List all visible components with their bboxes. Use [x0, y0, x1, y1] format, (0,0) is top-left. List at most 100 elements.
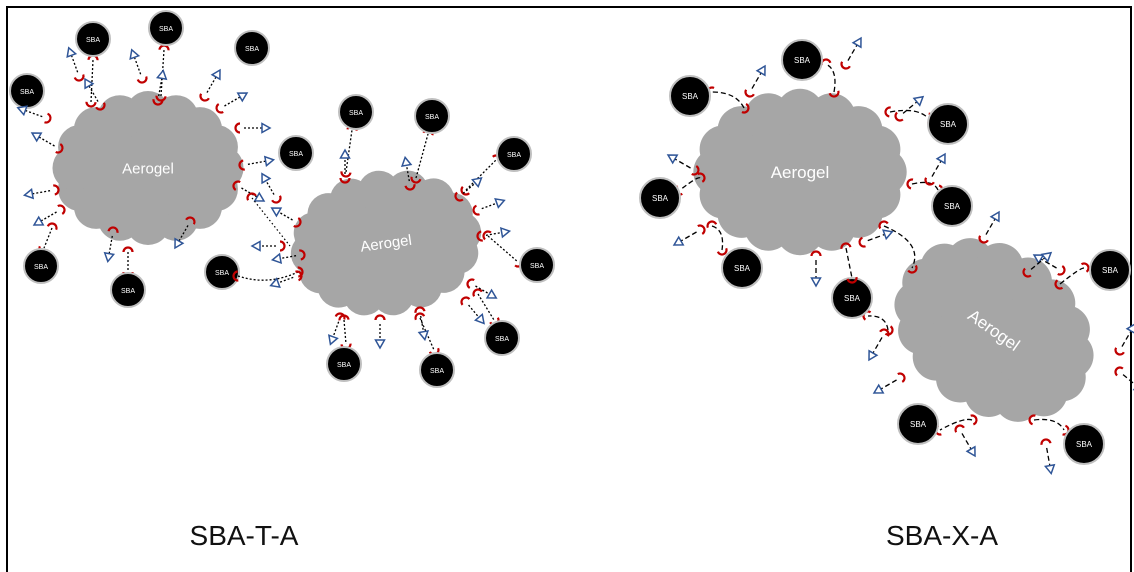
linker: [939, 418, 973, 431]
sba-label: SBA: [425, 114, 439, 121]
linker: [867, 233, 885, 242]
sba-particle: SBA: [148, 10, 184, 46]
linker: [108, 235, 113, 254]
anchor-group: [476, 230, 483, 242]
anchor-group: [55, 143, 64, 154]
sba-particle: SBA: [110, 272, 146, 308]
anchor-group: [924, 177, 935, 186]
arrow-group: [22, 187, 35, 200]
anchor-group: [879, 328, 890, 337]
linker: [1030, 257, 1046, 270]
anchor-group: [472, 204, 480, 216]
arrow-group: [174, 237, 185, 250]
anchor-group: [410, 176, 422, 184]
sba-particle: SBA: [326, 346, 362, 382]
arrow-group: [270, 207, 283, 218]
anchor-group: [279, 240, 286, 252]
sba-particle: SBA: [897, 403, 939, 445]
linker: [468, 304, 480, 318]
anchor-group: [293, 217, 302, 228]
arrow-group: [912, 95, 925, 107]
arrow-group: [1125, 323, 1134, 334]
linker: [883, 225, 916, 269]
sba-label: SBA: [940, 120, 957, 129]
sba-label: SBA: [844, 294, 861, 303]
anchor-group: [238, 159, 245, 171]
linker: [70, 55, 79, 73]
sba-particle: SBA: [414, 98, 450, 134]
linker: [88, 85, 99, 102]
anchor-group: [414, 312, 426, 321]
sba-label: SBA: [495, 336, 509, 343]
arrow-group: [471, 177, 483, 189]
aerogel-particle-4: Aerogel: [894, 238, 1094, 422]
anchor-group: [840, 242, 852, 250]
anchor-group: [858, 236, 866, 248]
sba-label: SBA: [121, 288, 135, 295]
sba-label: SBA: [530, 263, 544, 270]
anchor-group: [466, 278, 475, 289]
linker: [32, 190, 51, 195]
aerogel-particle-3-label: Aerogel: [771, 163, 830, 182]
arrow-group: [400, 155, 413, 168]
anchor-group: [697, 172, 706, 183]
anchor-group: [846, 276, 858, 284]
anchor-group: [1114, 366, 1124, 377]
linker: [178, 225, 189, 242]
linker: [247, 160, 266, 165]
linker: [847, 44, 858, 61]
sba-particle: SBA: [721, 247, 763, 289]
linker: [487, 235, 519, 263]
linker: [845, 247, 853, 279]
sba-particle: SBA: [75, 21, 111, 57]
anchor-group: [246, 192, 257, 201]
linker: [1040, 258, 1057, 269]
linker: [420, 315, 425, 332]
anchor-group: [954, 424, 965, 433]
sba-label: SBA: [86, 37, 100, 44]
sba-label: SBA: [245, 46, 259, 53]
arrow-group: [261, 122, 272, 134]
arrow-group: [270, 252, 283, 265]
arrow-group: [269, 277, 281, 289]
linker: [485, 231, 502, 236]
sba-label: SBA: [34, 264, 48, 271]
sba-particle: SBA: [234, 30, 270, 66]
linker: [345, 129, 353, 173]
linker: [462, 182, 476, 194]
anchor-group: [232, 180, 241, 191]
anchor-group: [85, 101, 97, 108]
anchor-group: [271, 195, 282, 204]
arrow-group: [881, 229, 894, 241]
linker: [415, 133, 429, 179]
anchor-group: [840, 61, 851, 70]
sba-particle: SBA: [484, 320, 520, 356]
anchor-group: [158, 44, 170, 51]
linker: [1122, 374, 1134, 385]
sba-label: SBA: [1076, 440, 1093, 449]
sba-label: SBA: [20, 89, 34, 96]
anchor-group: [810, 250, 822, 257]
sba-label: SBA: [910, 420, 927, 429]
anchor-group: [970, 414, 978, 426]
sba-label: SBA: [289, 151, 303, 158]
arrow-group: [1040, 251, 1053, 263]
anchor-group: [482, 230, 492, 241]
sba-particle: SBA: [781, 39, 823, 81]
anchor-group: [155, 95, 167, 102]
anchor-group: [897, 372, 906, 383]
linker: [711, 225, 724, 251]
anchor-group: [234, 122, 241, 134]
linker: [1046, 447, 1051, 466]
sba-particle: SBA: [1089, 249, 1131, 291]
arrow-group: [872, 383, 885, 394]
anchor-group: [1022, 267, 1032, 278]
linker: [911, 181, 939, 191]
anchor-group: [107, 226, 119, 233]
linker: [40, 211, 57, 222]
arrow-group: [989, 210, 1000, 223]
linker: [880, 379, 897, 390]
aerogel-particle-2: Aerogel: [290, 170, 482, 316]
linker: [206, 76, 217, 93]
